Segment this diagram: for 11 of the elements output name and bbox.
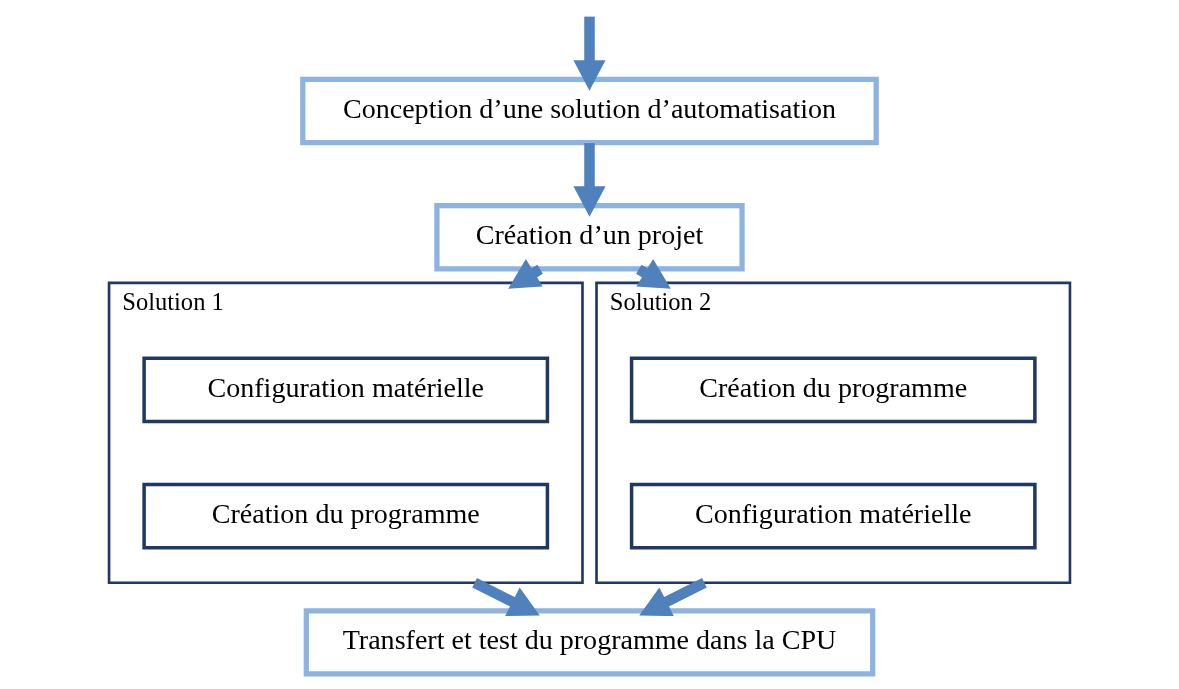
arrow (573, 143, 606, 217)
node-box: Configuration matérielle (142, 356, 550, 424)
node-box: Création d’un projet (434, 203, 745, 272)
node-box: Création du programme (142, 482, 550, 550)
node-box: Transfert et test du programme dans la CPU (303, 608, 876, 677)
node-box: Configuration matérielle (629, 482, 1037, 550)
node-box: Conception d’une solution d’automatisation (300, 76, 879, 146)
node-box: Création du programme (629, 356, 1037, 424)
arrow (472, 578, 540, 617)
arrow (573, 16, 606, 91)
arrow (639, 578, 707, 617)
